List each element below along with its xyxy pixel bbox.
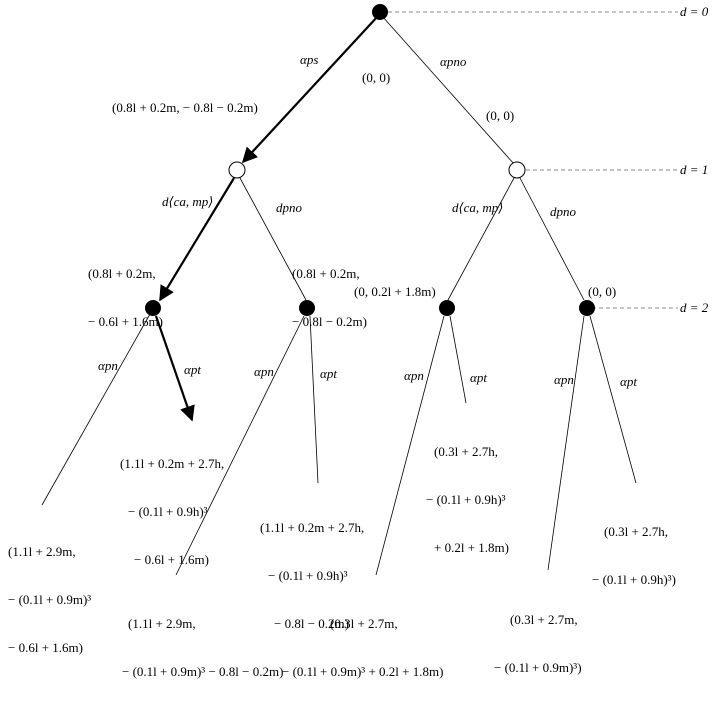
edge-label-n2b-left: αpn	[254, 364, 274, 379]
game-tree-svg	[41, 4, 678, 576]
leaf-c-pt-line2: − (0.1l + 0.9h)³	[426, 492, 506, 507]
edge-n2a-left	[41, 313, 151, 506]
depth-label-2: d = 2	[680, 300, 709, 315]
leaf-a-pt-line2: − (0.1l + 0.9h)³	[128, 504, 208, 519]
edge-n2b-left	[175, 315, 305, 576]
edge-label-n2b-right: αpt	[320, 366, 337, 381]
leaf-b-pn: (1.1l + 2.9m, − (0.1l + 0.9m)³ − 0.8l − …	[122, 584, 283, 712]
leaf-a-pt-line1: (1.1l + 0.2m + 2.7h,	[120, 456, 225, 471]
payoff-n2a-line1: (0.8l + 0.2m,	[88, 266, 156, 281]
node-2c	[439, 300, 455, 316]
payoff-n1R: (0, 0)	[486, 108, 515, 123]
edge-root-left	[241, 15, 379, 164]
leaf-a-pn: (1.1l + 2.9m, − (0.1l + 0.9m)³ − 0.6l + …	[8, 512, 91, 688]
payoff-n2c: (0, 0.2l + 1.8m)	[354, 284, 436, 299]
leaf-d-pt-line2: − (0.1l + 0.9h)³)	[592, 572, 676, 587]
edge-label-n2c-right: αpt	[470, 370, 487, 385]
edge-label-n1L-left: d⟨ca, mp⟩	[162, 194, 214, 209]
node-1-left	[228, 161, 246, 179]
leaf-a-pn-line2: − (0.1l + 0.9m)³	[8, 592, 92, 607]
leaf-c-pt: (0.3l + 2.7h, − (0.1l + 0.9h)³ + 0.2l + …	[426, 412, 509, 588]
payoff-n2a-line2: − 0.6l + 1.6m)	[88, 314, 163, 329]
edge-label-root-left: αps	[300, 52, 319, 67]
edge-label-n1R-right: dpno	[550, 204, 576, 219]
edge-n1L-left	[159, 177, 235, 302]
payoff-n2d: (0, 0)	[588, 284, 617, 299]
edge-n2c-left	[375, 315, 445, 576]
leaf-a-pn-line1: (1.1l + 2.9m,	[8, 544, 76, 559]
edge-label-n2c-left: αpn	[404, 368, 424, 383]
leaf-c-pn-line1: (0.3l + 2.7m,	[330, 616, 398, 631]
edge-n2b-right	[309, 315, 319, 484]
leaf-a-pt-line3: − 0.6l + 1.6m)	[134, 552, 209, 567]
edge-label-n1R-left: d⟨ca, mp⟩	[452, 200, 504, 215]
leaf-b-pt-line2: − (0.1l + 0.9h)³	[268, 568, 348, 583]
edge-label-n2d-left: αpn	[554, 372, 574, 387]
leaf-c-pt-line3: + 0.2l + 1.8m)	[434, 540, 509, 555]
leaf-d-pn-line1: (0.3l + 2.7m,	[510, 612, 578, 627]
node-2a	[145, 300, 161, 316]
leaf-d-pt: (0.3l + 2.7h, − (0.1l + 0.9h)³)	[592, 492, 676, 620]
edge-label-n2d-right: αpt	[620, 374, 637, 389]
node-root	[372, 4, 388, 20]
edge-n1R-right	[519, 177, 585, 301]
edge-label-n2a-left: αpn	[98, 358, 118, 373]
payoff-n1L: (0.8l + 0.2m, − 0.8l − 0.2m)	[112, 100, 258, 115]
leaf-c-pt-line1: (0.3l + 2.7h,	[434, 444, 499, 459]
edge-n2a-right	[154, 315, 195, 422]
node-1-right	[508, 161, 526, 179]
leaf-c-pn: (0.3l + 2.7m, − (0.1l + 0.9m)³ + 0.2l + …	[282, 584, 443, 712]
node-2d	[579, 300, 595, 316]
edge-n2d-left	[547, 315, 585, 571]
leaf-d-pn: (0.3l + 2.7m, − (0.1l + 0.9m)³)	[494, 580, 582, 708]
edge-label-n1L-right: dpno	[276, 200, 302, 215]
edge-label-n2a-right: αpt	[184, 362, 201, 377]
payoff-n2a: (0.8l + 0.2m, − 0.6l + 1.6m)	[88, 234, 163, 362]
edge-root-right	[381, 15, 515, 165]
leaf-d-pt-line1: (0.3l + 2.7h,	[604, 524, 669, 539]
leaf-b-pt-line1: (1.1l + 0.2m + 2.7h,	[260, 520, 365, 535]
leaf-a-pn-line3: − 0.6l + 1.6m)	[8, 640, 83, 655]
payoff-root: (0, 0)	[362, 70, 391, 85]
leaf-c-pn-line2: − (0.1l + 0.9m)³ + 0.2l + 1.8m)	[282, 664, 444, 679]
edge-n2d-right	[589, 315, 637, 484]
edge-n1L-right	[239, 177, 307, 301]
game-tree-diagram: d = 0 d = 1 d = 2 αps αpno d⟨ca, mp⟩ dpn…	[8, 4, 709, 679]
depth-label-0: d = 0	[680, 4, 709, 19]
edge-n1R-left	[447, 177, 515, 301]
payoff-n2b-line1: (0.8l + 0.2m,	[292, 266, 360, 281]
payoff-n2b-line2: − 0.8l − 0.2m)	[292, 314, 367, 329]
node-2b	[299, 300, 315, 316]
leaf-b-pn-line1: (1.1l + 2.9m,	[128, 616, 196, 631]
leaf-d-pn-line2: − (0.1l + 0.9m)³)	[494, 660, 582, 675]
depth-label-1: d = 1	[680, 162, 709, 177]
leaf-a-pt: (1.1l + 0.2m + 2.7h, − (0.1l + 0.9h)³ − …	[120, 424, 224, 600]
payoff-n2b: (0.8l + 0.2m, − 0.8l − 0.2m)	[292, 234, 367, 362]
edge-label-root-right: αpno	[440, 54, 467, 69]
leaf-b-pn-line2: − (0.1l + 0.9m)³ − 0.8l − 0.2m)	[122, 664, 284, 679]
edge-n2c-right	[449, 315, 467, 404]
